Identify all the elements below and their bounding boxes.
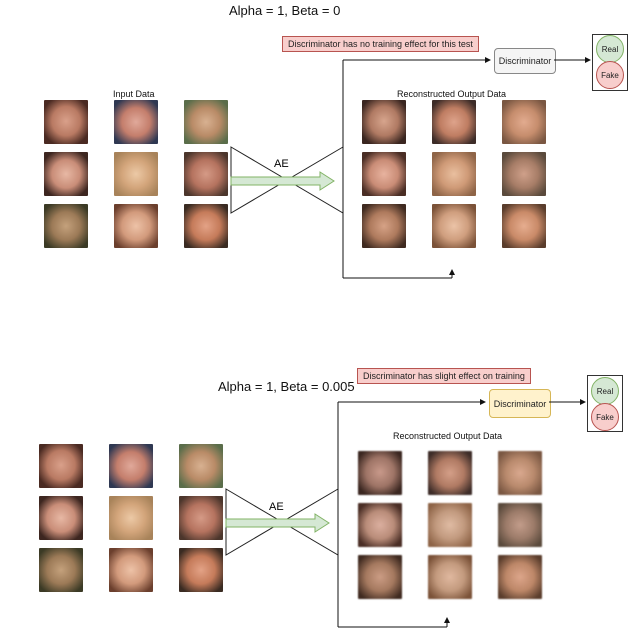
panel1-discriminator-label: Discriminator	[498, 56, 552, 66]
panel1-input-face-7	[44, 204, 88, 248]
panel2-input-face-7	[39, 548, 83, 592]
panel2-fake-circle: Fake	[591, 403, 619, 431]
panel1-fake-circle: Fake	[596, 61, 624, 89]
panel2-note: Discriminator has slight effect on train…	[357, 368, 531, 384]
panel2-input-face-8	[109, 548, 153, 592]
panel2-output-face-4	[358, 503, 402, 547]
panel2-input-face-1	[39, 444, 83, 488]
panel1-input-face-9	[184, 204, 228, 248]
panel1-input-face-1	[44, 100, 88, 144]
panel2-output-face-2	[428, 451, 472, 495]
panel1-title: Alpha = 1, Beta = 0	[229, 3, 341, 18]
panel1-output-face-3	[502, 100, 546, 144]
panel1-input-face-2	[114, 100, 158, 144]
panel1-input-label: Input Data	[113, 89, 155, 99]
panel1-flow-lines	[342, 57, 591, 279]
panel2-output-face-8	[428, 555, 472, 599]
panel2-input-face-6	[179, 496, 223, 540]
panel1-output-face-5	[432, 152, 476, 196]
panel2-discriminator: Discriminator	[489, 389, 551, 418]
panel1-output-face-1	[362, 100, 406, 144]
panel1-output-face-9	[502, 204, 546, 248]
panel2-output-face-3	[498, 451, 542, 495]
panel1-real-label: Real	[601, 44, 619, 54]
panel2-output-face-9	[498, 555, 542, 599]
panel2-input-face-3	[179, 444, 223, 488]
panel1-output-face-6	[502, 152, 546, 196]
panel2-input-face-9	[179, 548, 223, 592]
panel1-fake-label: Fake	[601, 70, 619, 80]
panel2-ae-label: AE	[269, 501, 284, 513]
panel1-ae-arrow	[230, 171, 335, 191]
panel1-output-face-2	[432, 100, 476, 144]
panel1-note: Discriminator has no training effect for…	[282, 36, 479, 52]
panel2-output-face-6	[498, 503, 542, 547]
panel2-flow-lines	[337, 399, 586, 628]
panel2-title: Alpha = 1, Beta = 0.005	[218, 379, 355, 394]
panel2-output-face-1	[358, 451, 402, 495]
panel2-real-label: Real	[596, 386, 614, 396]
panel2-output-face-7	[358, 555, 402, 599]
panel1-output-label: Reconstructed Output Data	[397, 89, 507, 99]
panel2-ae-arrow	[225, 513, 330, 533]
panel1-output-face-4	[362, 152, 406, 196]
panel1-output-face-8	[432, 204, 476, 248]
panel1-input-face-3	[184, 100, 228, 144]
panel2-output-label: Reconstructed Output Data	[393, 431, 503, 441]
panel1-output-face-7	[362, 204, 406, 248]
panel1-input-face-5	[114, 152, 158, 196]
panel1-ae-label: AE	[274, 158, 289, 170]
panel2-input-face-4	[39, 496, 83, 540]
panel2-input-face-2	[109, 444, 153, 488]
panel1-input-face-6	[184, 152, 228, 196]
panel1-input-face-4	[44, 152, 88, 196]
panel2-output-face-5	[428, 503, 472, 547]
panel1-input-face-8	[114, 204, 158, 248]
panel2-fake-label: Fake	[596, 412, 614, 422]
panel2-input-face-5	[109, 496, 153, 540]
panel1-discriminator: Discriminator	[494, 48, 556, 74]
panel2-discriminator-label: Discriminator	[493, 398, 547, 409]
panel1-real-circle: Real	[596, 35, 624, 63]
